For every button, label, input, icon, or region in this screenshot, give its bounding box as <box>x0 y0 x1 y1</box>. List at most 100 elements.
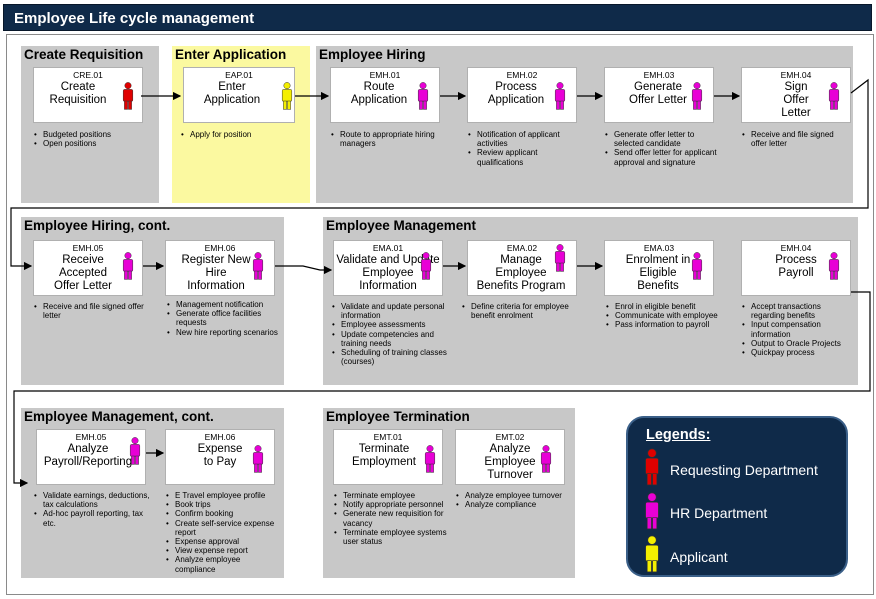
step-title: Sign Offer Letter <box>781 81 811 119</box>
step-code: EMH.03 <box>643 70 675 80</box>
step-code: EMH.05 <box>75 432 107 442</box>
step-title: Process Payroll <box>775 254 817 279</box>
panel-title: Employee Hiring <box>319 47 426 62</box>
step-code: EMH.05 <box>72 243 104 253</box>
step-title: Enrolment in Eligible Benefits <box>625 254 691 292</box>
step-title: Validate and Update Employee Information <box>336 254 440 292</box>
yellow-person-icon-glyph <box>281 82 293 110</box>
note-item: View expense report <box>165 546 283 555</box>
step-title: Analyze Payroll/Reporting <box>43 443 133 468</box>
magenta-person-icon <box>424 445 436 478</box>
notes-ema06: E Travel employee profileBook tripsConfi… <box>165 491 283 574</box>
note-item: Input compensation information <box>741 320 853 338</box>
magenta-person-icon-glyph <box>828 252 840 280</box>
magenta-person-icon <box>691 252 703 285</box>
connector-row1-row2 <box>10 78 869 271</box>
step-title: Manage Employee Benefits Program <box>476 254 566 292</box>
panel-title: Employee Management, cont. <box>24 409 214 424</box>
magenta-person-icon <box>129 437 141 470</box>
note-item: Define criteria for employee benefit enr… <box>461 302 587 320</box>
legend-item-requesting: Requesting Department <box>670 462 818 478</box>
notes-emh06: Management notificationGenerate office f… <box>166 300 278 337</box>
red-person-icon-glyph <box>645 448 659 486</box>
panel-title: Enter Application <box>175 47 287 62</box>
step-title: Receive Accepted Offer Letter <box>54 254 112 292</box>
note-item: Notify appropriate personnel <box>333 500 455 509</box>
note-item: Route to appropriate hiring managers <box>330 130 450 148</box>
note-item: Pass information to payroll <box>605 320 721 329</box>
step-box-ema01[interactable]: EMA.01 Validate and Update Employee Info… <box>333 240 443 296</box>
note-item: Confirm booking <box>165 509 283 518</box>
step-box-emh01[interactable]: EMH.01 Route Application <box>330 67 440 123</box>
step-code: EAP.01 <box>225 70 253 80</box>
red-person-icon <box>644 448 660 491</box>
connector-row2-row3 <box>13 291 871 488</box>
panel-title: Employee Management <box>326 218 477 233</box>
step-box-eap01[interactable]: EAP.01 Enter Application <box>183 67 295 123</box>
note-item: Budgeted positions <box>33 130 153 139</box>
note-item: Expense approval <box>165 537 283 546</box>
magenta-person-icon <box>252 252 264 285</box>
step-title: Register New Hire Information <box>181 254 251 292</box>
step-box-ema03[interactable]: EMA.03 Enrolment in Eligible Benefits <box>604 240 714 296</box>
notes-emh03: Generate offer letter to selected candid… <box>604 130 722 167</box>
panel-title: Employee Termination <box>326 409 470 424</box>
note-item: Ad-hoc payroll reporting, tax etc. <box>33 509 157 527</box>
note-item: Validate and update personal information <box>331 302 447 320</box>
step-title: Terminate Employment <box>352 443 416 468</box>
note-item: New hire reporting scenarios <box>166 328 278 337</box>
magenta-person-icon <box>828 82 840 115</box>
note-item: Management notification <box>166 300 278 309</box>
step-code: EMT.01 <box>373 432 403 442</box>
panel-title: Create Requisition <box>24 47 144 62</box>
yellow-person-icon <box>644 535 660 578</box>
magenta-person-icon-glyph <box>129 437 141 465</box>
notes-ema04: Accept transactions regarding benefitsIn… <box>741 302 853 357</box>
magenta-person-icon <box>252 445 264 478</box>
note-item: Open positions <box>33 139 153 148</box>
notes-emt02: Analyze employee turnoverAnalyze complia… <box>455 491 567 510</box>
note-item: Receive and file signed offer letter <box>741 130 849 148</box>
step-title: Analyze Employee Turnover <box>484 443 536 481</box>
note-item: Validate earnings, deductions, tax calcu… <box>33 491 157 509</box>
magenta-person-icon <box>540 445 552 478</box>
magenta-person-icon-glyph <box>420 252 432 280</box>
note-item: Review applicant qualifications <box>467 148 585 166</box>
step-box-ema05[interactable]: EMH.05 Analyze Payroll/Reporting <box>36 429 146 485</box>
step-code: EMA.02 <box>506 243 538 253</box>
notes-ema01: Validate and update personal information… <box>331 302 447 366</box>
note-item: Analyze employee turnover <box>455 491 567 500</box>
note-item: Enrol in eligible benefit <box>605 302 721 311</box>
panel-title: Employee Hiring, cont. <box>24 218 171 233</box>
note-item: Book trips <box>165 500 283 509</box>
magenta-person-icon <box>554 244 566 277</box>
step-code: EMA.03 <box>643 243 675 253</box>
note-item: Terminate employee systems user status <box>333 528 455 546</box>
step-box-emt01[interactable]: EMT.01 Terminate Employment <box>333 429 443 485</box>
step-title: Route Application <box>350 81 408 106</box>
magenta-person-icon-glyph <box>554 82 566 110</box>
note-item: Apply for position <box>180 130 300 139</box>
step-code: EMH.02 <box>506 70 538 80</box>
legend-title: Legends: <box>646 427 711 443</box>
magenta-person-icon-glyph <box>554 244 566 272</box>
note-item: Generate new requisition for vacancy <box>333 509 455 527</box>
notes-cre01: Budgeted positionsOpen positions <box>33 130 153 149</box>
note-item: Create self-service expense report <box>165 519 283 537</box>
magenta-person-icon <box>420 252 432 285</box>
step-code: CRE.01 <box>73 70 103 80</box>
step-box-cre01[interactable]: CRE.01 Create Requisition <box>33 67 143 123</box>
note-item: Update competencies and training needs <box>331 330 447 348</box>
notes-ema05: Validate earnings, deductions, tax calcu… <box>33 491 157 528</box>
note-item: Output to Oracle Projects <box>741 339 853 348</box>
step-box-emt02[interactable]: EMT.02 Analyze Employee Turnover <box>455 429 565 485</box>
note-item: E Travel employee profile <box>165 491 283 500</box>
note-item: Analyze compliance <box>455 500 567 509</box>
magenta-person-icon <box>644 492 660 535</box>
step-code: EMH.06 <box>204 432 236 442</box>
magenta-person-icon <box>554 82 566 115</box>
step-box-emh06[interactable]: EMH.06 Register New Hire Information <box>165 240 275 296</box>
notes-emh04: Receive and file signed offer letter <box>741 130 849 148</box>
step-code: EMH.04 <box>780 70 812 80</box>
